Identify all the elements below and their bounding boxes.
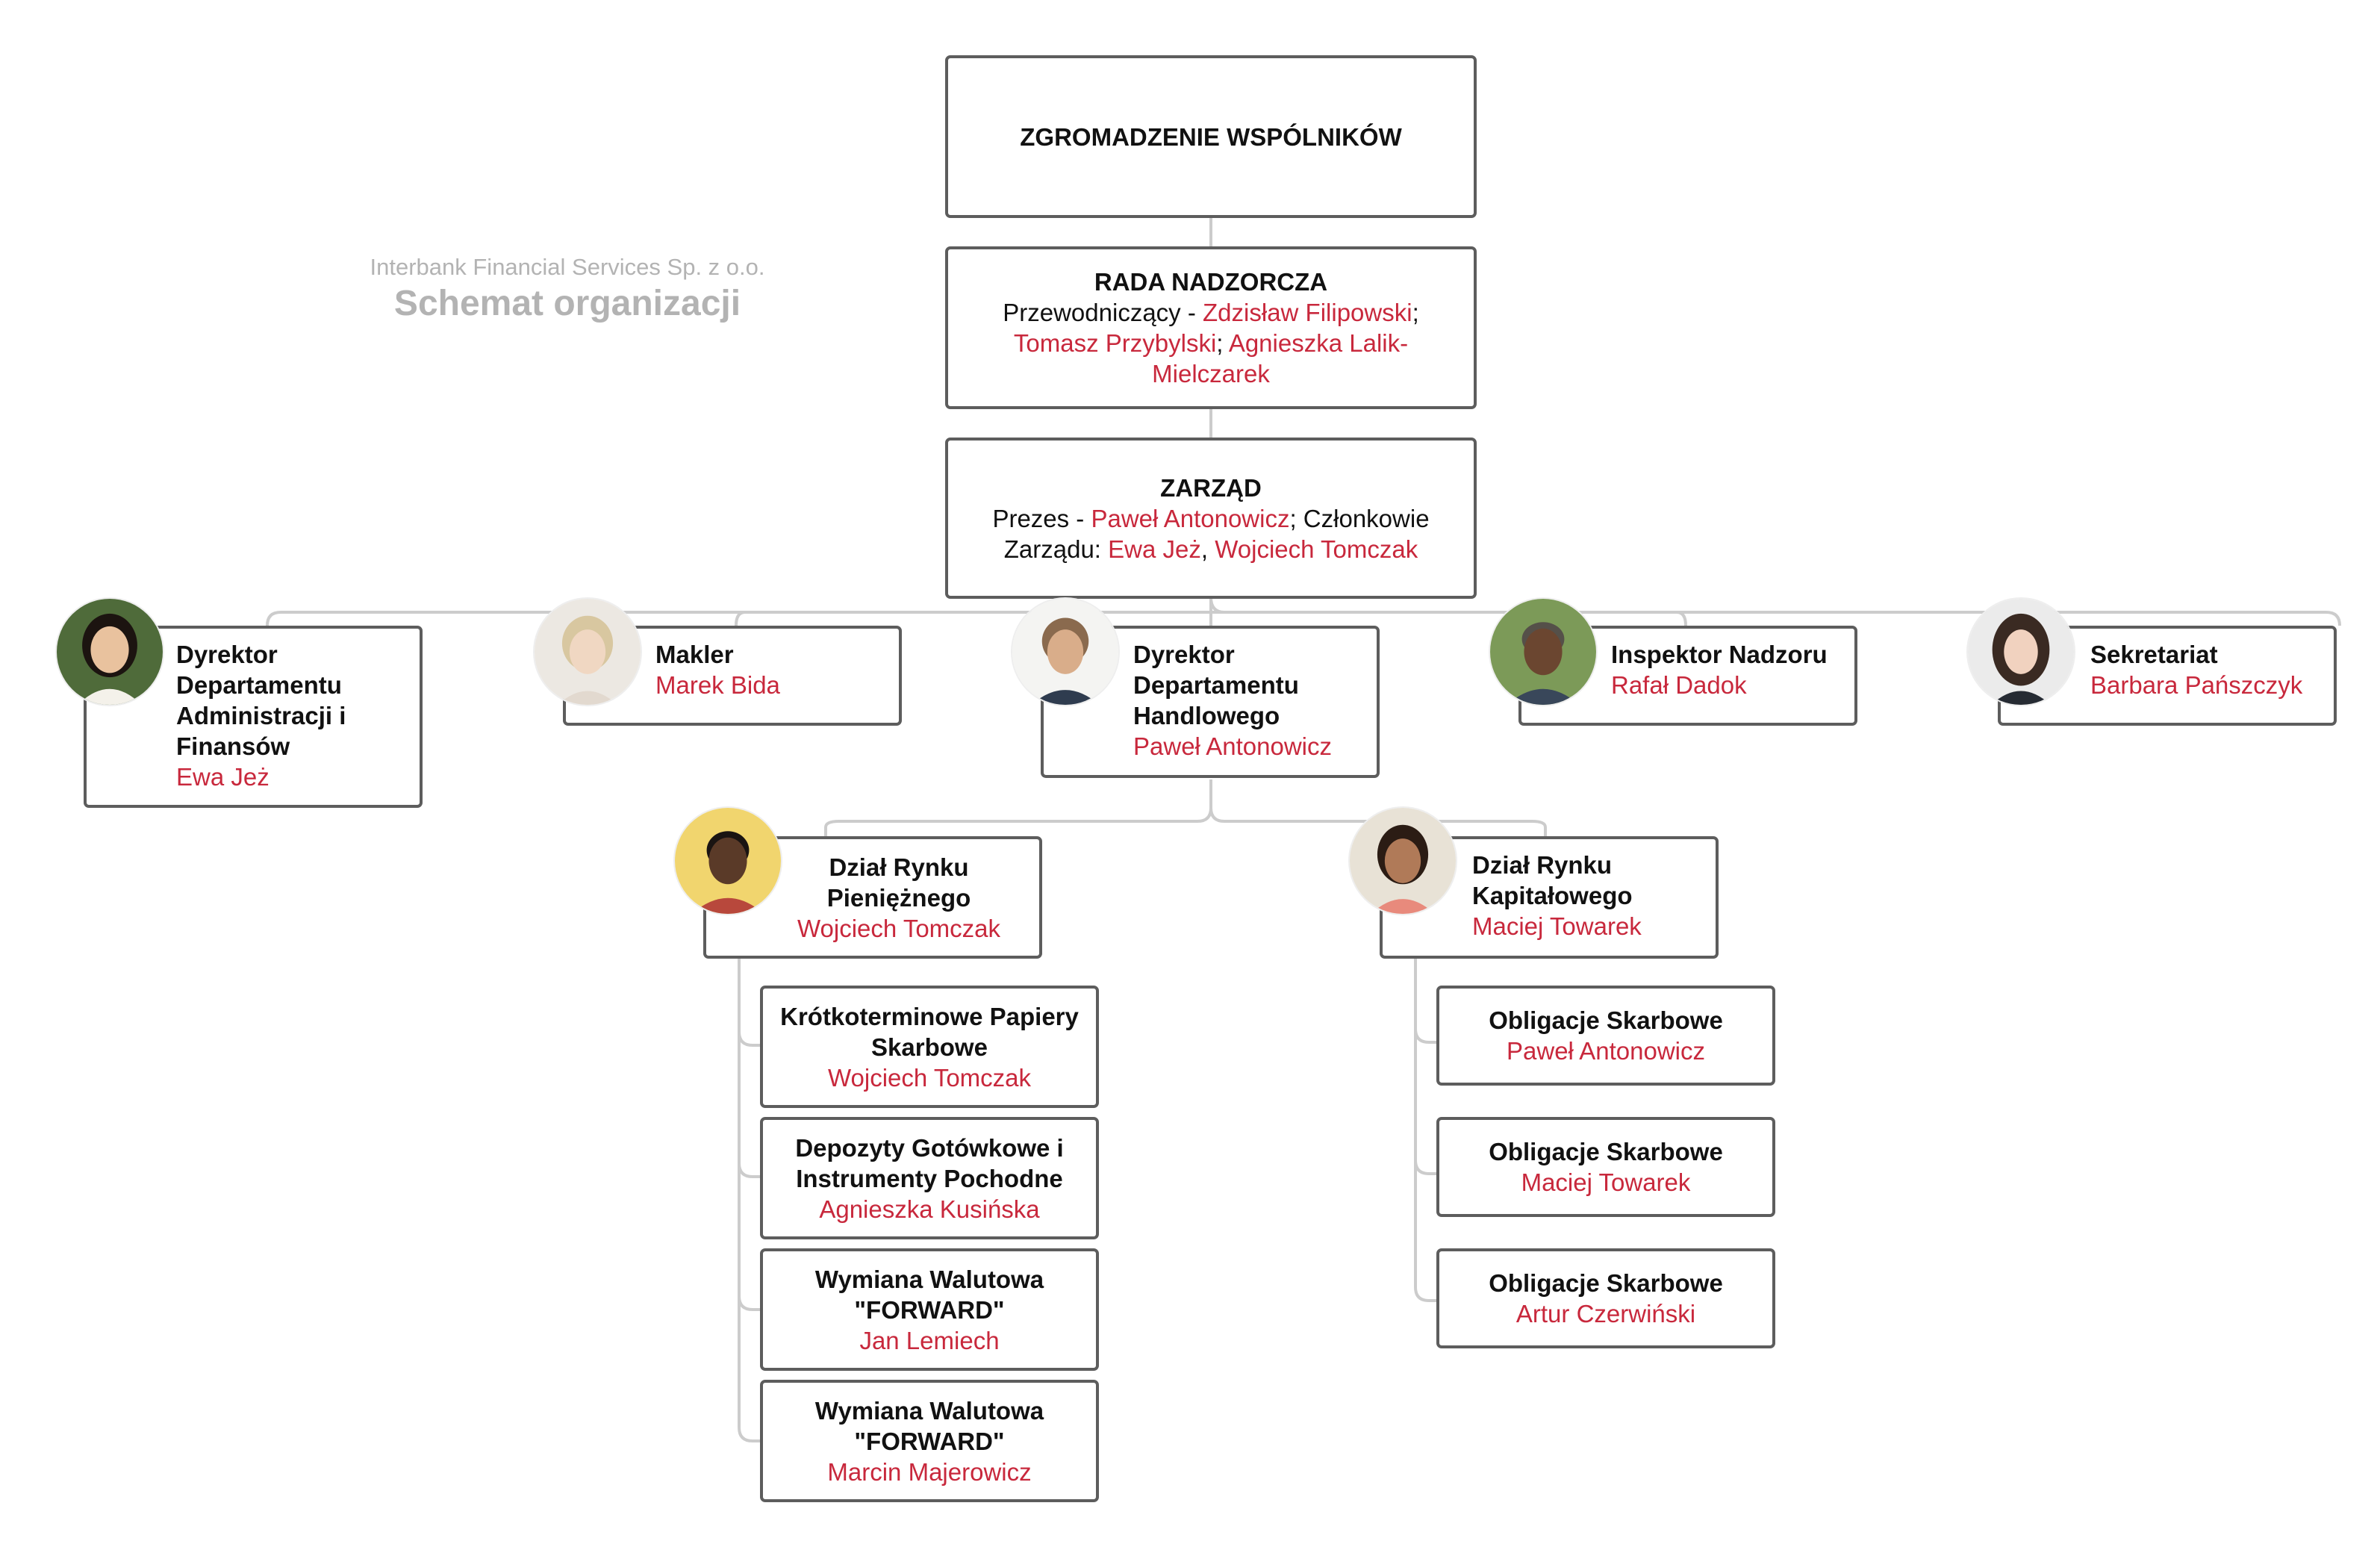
unit-title-line: Depozyty Gotówkowe i — [795, 1133, 1064, 1162]
unit-box[interactable]: Depozyty Gotówkowe i Instrumenty Pochodn… — [760, 1117, 1099, 1239]
unit-title-line: "FORWARD" — [854, 1295, 1005, 1324]
avatar-photo — [57, 599, 163, 705]
unit-title-line: "FORWARD" — [854, 1427, 1005, 1455]
unit-title-line: Skarbowe — [871, 1033, 988, 1061]
division-title-line: Pieniężnego — [826, 883, 971, 912]
department-person: Paweł Antonowicz — [1133, 732, 1332, 760]
company-name: Interbank Financial Services Sp. z o.o. — [370, 254, 765, 280]
chart-heading: Interbank Financial Services Sp. z o.o. … — [314, 252, 821, 326]
person-portrait-icon — [1012, 599, 1118, 705]
department-title-line: Departamentu — [1133, 671, 1299, 699]
connector-capital-market-units — [1414, 959, 1438, 1302]
department-title-line: Handlowego — [1133, 702, 1280, 729]
department-title-line: Inspektor Nadzoru — [1611, 641, 1828, 668]
department-box[interactable]: Dyrektor Departamentu Administracji i Fi… — [84, 626, 423, 808]
management-box[interactable]: ZARZĄD Prezes - Paweł Antonowicz; Członk… — [945, 438, 1477, 599]
chart-title: Schemat organizacji — [393, 284, 741, 323]
unit-box[interactable]: Krótkoterminowe Papiery Skarbowe Wojciec… — [760, 986, 1099, 1108]
department-title-line: Departamentu — [176, 671, 342, 699]
avatar-photo — [1490, 599, 1596, 705]
person-portrait-icon — [57, 599, 163, 705]
connector-divisions-bus — [824, 807, 1547, 836]
assembly-title: ZGROMADZENIE WSPÓLNIKÓW — [1020, 122, 1402, 151]
division-person: Wojciech Tomczak — [797, 914, 1001, 942]
unit-title-line: Obligacje Skarbowe — [1489, 1006, 1723, 1034]
management-line-1: Prezes - Paweł Antonowicz; Członkowie — [992, 504, 1430, 532]
management-line-2: Zarządu: Ewa Jeż, Wojciech Tomczak — [1003, 535, 1418, 563]
department-person: Marek Bida — [655, 671, 780, 699]
management-member-name: Ewa Jeż — [1108, 535, 1201, 563]
unit-person: Marcin Majerowicz — [827, 1457, 1032, 1486]
board-chair-name: Zdzisław Filipowski — [1203, 299, 1412, 326]
department-person: Ewa Jeż — [176, 763, 270, 791]
person-portrait-icon — [1350, 808, 1456, 914]
person-portrait-icon — [535, 599, 641, 705]
connector-money-market-units — [738, 959, 761, 1442]
department-title-line: Makler — [655, 641, 734, 668]
unit-person: Artur Czerwiński — [1515, 1300, 1696, 1327]
division-person: Maciej Towarek — [1472, 912, 1642, 940]
management-member-name: Wojciech Tomczak — [1215, 535, 1418, 563]
supervisory-board-line-3: Mielczarek — [1152, 360, 1270, 387]
supervisory-board-line-2: Tomasz Przybylski; Agnieszka Lalik- — [1013, 329, 1409, 357]
unit-person: Maciej Towarek — [1521, 1168, 1691, 1196]
board-member-name: Tomasz Przybylski — [1013, 329, 1217, 357]
avatar-photo — [1350, 808, 1456, 914]
unit-box[interactable]: Obligacje Skarbowe Paweł Antonowicz — [1436, 986, 1775, 1086]
unit-person: Jan Lemiech — [859, 1326, 1000, 1354]
connector-departments-bus — [266, 611, 2341, 626]
department-title-line: Sekretariat — [2090, 641, 2218, 668]
department-person: Barbara Pańszczyk — [2090, 671, 2303, 699]
person-portrait-icon — [675, 808, 781, 914]
avatar-photo — [535, 599, 641, 705]
division-title-line: Dział Rynku — [1472, 851, 1613, 879]
unit-box[interactable]: Obligacje Skarbowe Maciej Towarek — [1436, 1117, 1775, 1217]
department-title-line: Finansów — [176, 732, 290, 760]
department-title-line: Dyrektor — [1133, 641, 1235, 668]
avatar-photo — [675, 808, 781, 914]
management-title: ZARZĄD — [1160, 473, 1262, 502]
department-person: Rafał Dadok — [1611, 671, 1747, 699]
avatar-photo — [1012, 599, 1118, 705]
avatar-photo — [1968, 599, 2074, 705]
person-portrait-icon — [1968, 599, 2074, 705]
division-title-line: Dział Rynku — [829, 853, 969, 881]
division-title-line: Kapitałowego — [1472, 882, 1633, 909]
supervisory-board-box[interactable]: RADA NADZORCZA Przewodniczący - Zdzisław… — [945, 246, 1477, 409]
unit-title-line: Obligacje Skarbowe — [1489, 1269, 1723, 1297]
unit-box[interactable]: Obligacje Skarbowe Artur Czerwiński — [1436, 1248, 1775, 1348]
unit-person: Wojciech Tomczak — [827, 1063, 1032, 1092]
person-portrait-icon — [1490, 599, 1596, 705]
unit-title-line: Instrumenty Pochodne — [796, 1164, 1063, 1192]
department-title-line: Dyrektor — [176, 641, 278, 668]
unit-title-line: Obligacje Skarbowe — [1489, 1138, 1723, 1165]
department-title-line: Administracji i — [176, 702, 346, 729]
unit-box[interactable]: Wymiana Walutowa "FORWARD" Jan Lemiech — [760, 1248, 1099, 1371]
unit-title-line: Wymiana Walutowa — [814, 1265, 1044, 1293]
supervisory-board-title: RADA NADZORCZA — [1094, 268, 1328, 296]
unit-box[interactable]: Wymiana Walutowa "FORWARD" Marcin Majero… — [760, 1380, 1099, 1502]
unit-title-line: Krótkoterminowe Papiery — [780, 1002, 1079, 1030]
assembly-box[interactable]: ZGROMADZENIE WSPÓLNIKÓW — [945, 55, 1477, 218]
unit-title-line: Wymiana Walutowa — [814, 1396, 1044, 1425]
unit-person: Agnieszka Kusińska — [819, 1195, 1040, 1223]
supervisory-board-line-1: Przewodniczący - Zdzisław Filipowski; — [1003, 299, 1419, 326]
board-member-name: Agnieszka Lalik- — [1228, 329, 1409, 357]
president-name: Paweł Antonowicz — [1091, 504, 1290, 532]
unit-person: Paweł Antonowicz — [1507, 1037, 1705, 1065]
